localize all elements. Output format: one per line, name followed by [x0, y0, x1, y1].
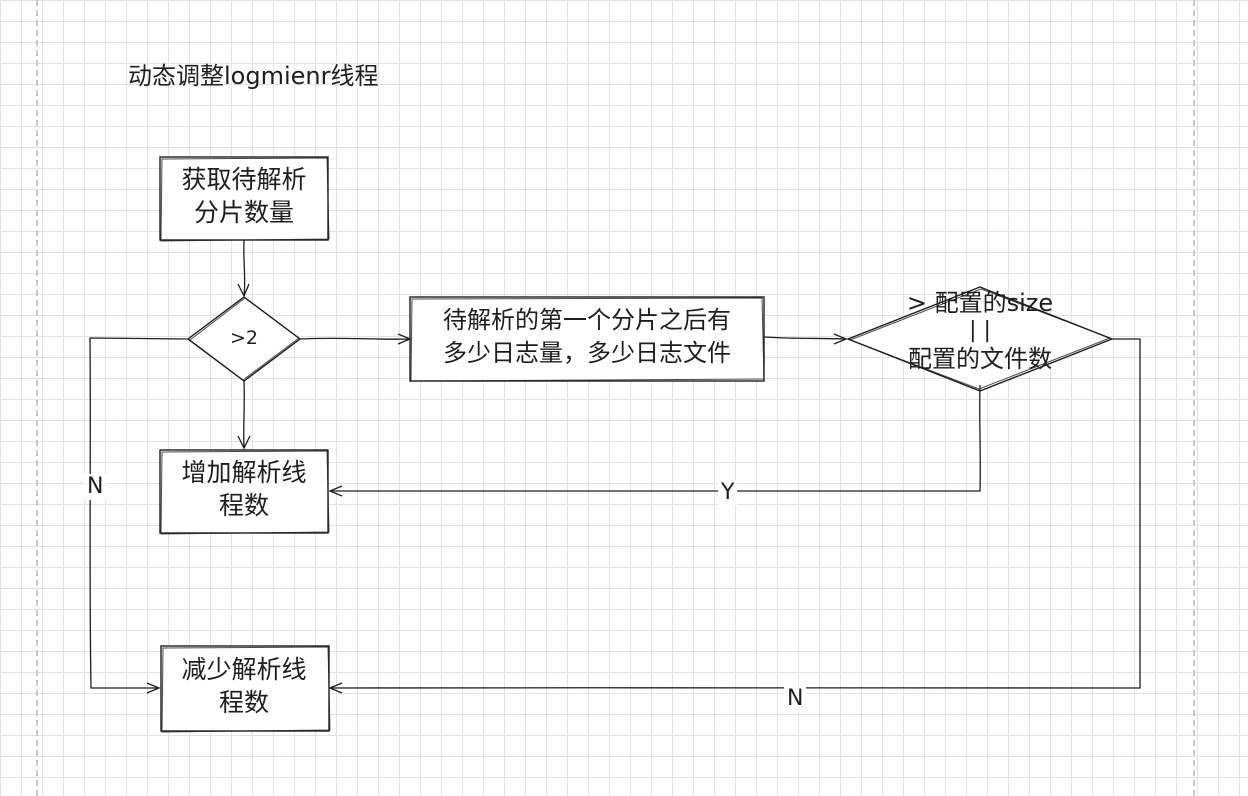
label-line: 程数 — [218, 491, 269, 520]
page-margin-right — [1193, 0, 1195, 796]
page-margin-left — [36, 0, 38, 796]
decision-config-label: > 配置的size | | 配置的文件数 — [880, 288, 1080, 374]
label-line: 增加解析线 — [181, 458, 307, 487]
arrow-gt2-to-after-first — [299, 333, 412, 345]
decision-gt2-label: >2 — [229, 327, 258, 349]
box-increase[interactable] — [159, 449, 330, 535]
decision-config[interactable] — [846, 286, 1114, 392]
edge-label-n-left: N — [84, 474, 107, 500]
box-decrease-label: 减少解析线 程数 — [161, 653, 327, 719]
box-after-first[interactable] — [409, 296, 765, 382]
label-line: 分片数量 — [193, 198, 294, 227]
box-get-count[interactable] — [159, 156, 330, 242]
label-line-bottom: 配置的文件数 — [908, 345, 1052, 373]
arrow-after-first-to-config — [763, 333, 848, 345]
box-increase-label: 增加解析线 程数 — [161, 456, 327, 522]
label-line: 减少解析线 — [181, 655, 307, 684]
label-line: 程数 — [218, 688, 269, 717]
label-line-top: > 配置的size — [906, 289, 1054, 317]
decision-gt2[interactable] — [186, 296, 302, 382]
edge-label-n-bottom: N — [784, 686, 807, 712]
label-line: 获取待解析 — [181, 165, 307, 194]
diagram-title: 动态调整logmienr线程 — [128, 62, 379, 90]
label-line: 待解析的第一个分片之后有 — [443, 306, 731, 334]
label-line-middle: | | — [969, 318, 991, 343]
arrow-config-to-decrease — [328, 338, 1141, 694]
arrow-gt2-to-decrease — [89, 337, 189, 694]
edge-label-y: Y — [718, 480, 738, 506]
arrow-count-to-gt2 — [237, 239, 250, 298]
box-decrease[interactable] — [160, 645, 331, 733]
label-line: 多少日志量，多少日志文件 — [443, 339, 731, 367]
box-get-count-label: 获取待解析 分片数量 — [161, 163, 327, 229]
arrow-gt2-to-increase — [237, 380, 251, 450]
arrow-config-to-increase — [328, 384, 981, 497]
box-after-first-label: 待解析的第一个分片之后有 多少日志量，多少日志文件 — [412, 304, 762, 370]
